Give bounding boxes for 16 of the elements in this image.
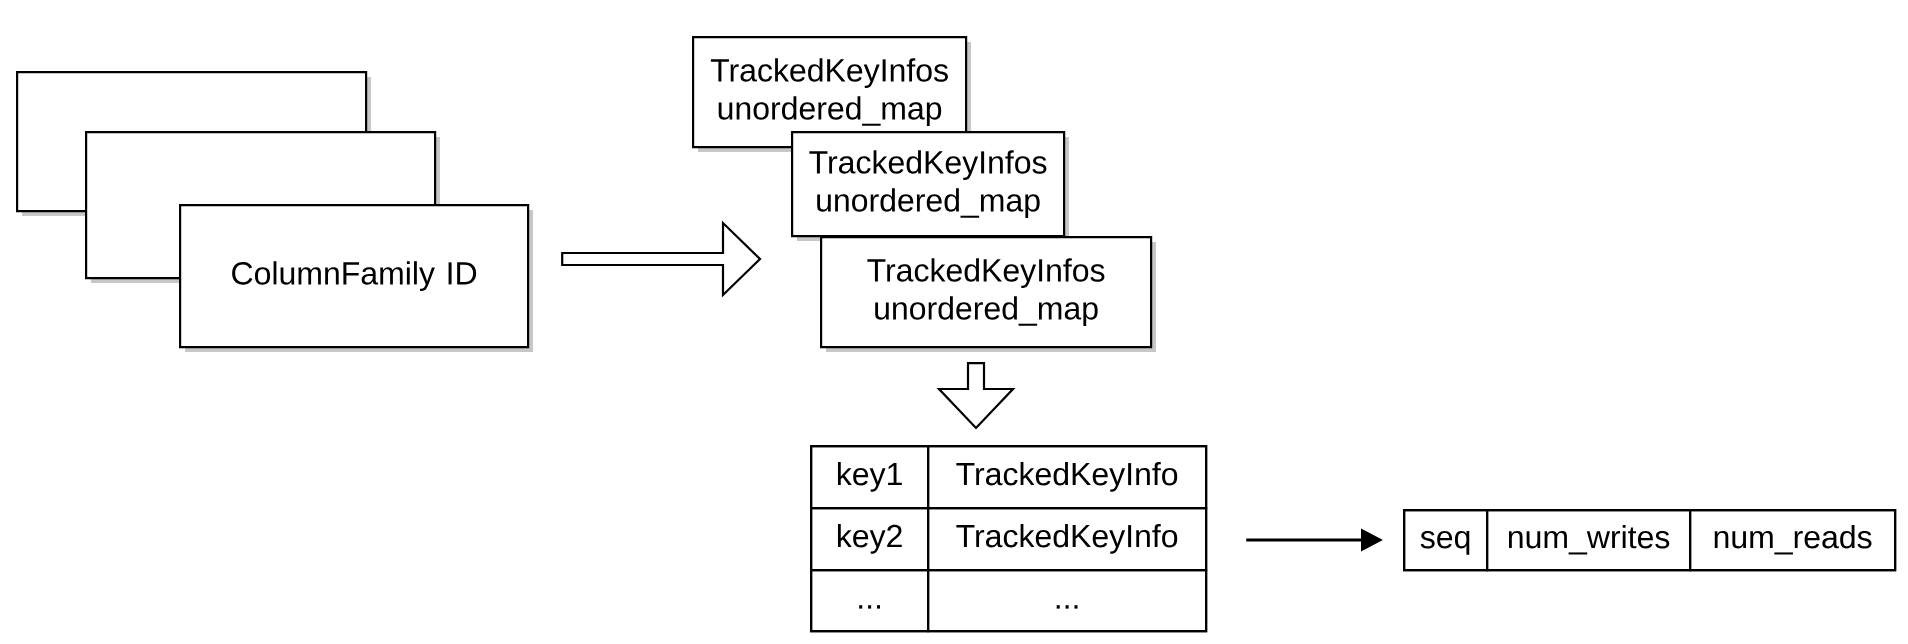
arrow <box>936 362 1016 430</box>
table-cell: num_reads <box>1689 509 1897 572</box>
table <box>1403 509 1897 572</box>
table-cell: ... <box>927 569 1208 633</box>
table-cell: TrackedKeyInfo <box>927 507 1208 572</box>
stacked-card: TrackedKeyInfos unordered_map <box>791 131 1069 241</box>
table-cell: TrackedKeyInfo <box>927 445 1208 510</box>
table-cell: key2 <box>810 507 930 572</box>
table-cell: num_writes <box>1486 509 1692 572</box>
table <box>810 445 1208 633</box>
arrow <box>561 220 762 298</box>
stacked-card: TrackedKeyInfos unordered_map <box>820 236 1156 352</box>
table-cell: ... <box>810 569 930 633</box>
table-cell: key1 <box>810 445 930 510</box>
table-cell: seq <box>1403 509 1489 572</box>
stacked-card: ColumnFamily ID <box>179 204 533 352</box>
